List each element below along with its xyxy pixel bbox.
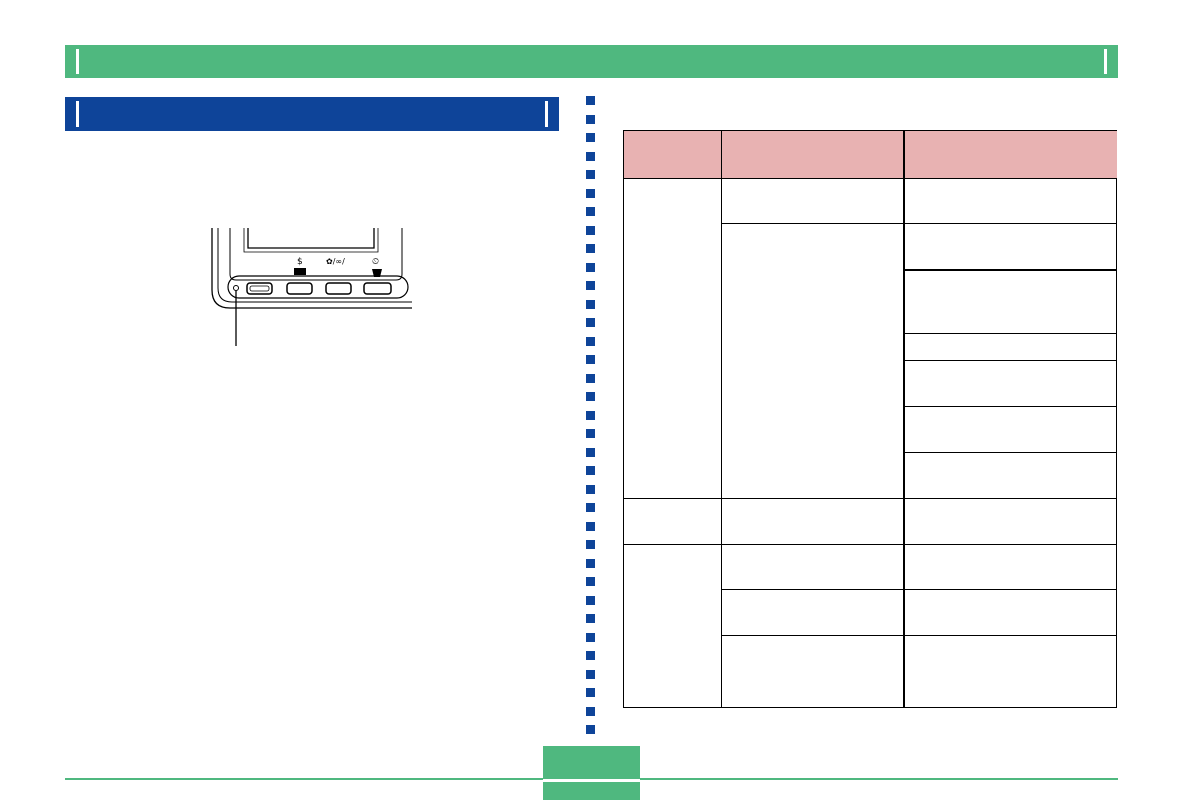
divider-dot [586,540,595,549]
table-header-cell-3 [905,131,1117,178]
page-number-badge [543,746,640,800]
divider-dot [586,503,595,512]
divider-dot [586,114,595,124]
indicator-table [623,130,1117,708]
divider-dot [586,466,595,475]
flash-icon: $ [297,257,303,267]
focus-button-shape [325,282,352,295]
divider-dot [586,133,595,142]
divider-dot [586,688,595,697]
divider-dot [586,355,595,364]
divider-dot [586,281,595,290]
divider-dot [586,336,595,346]
section-notch-right [545,101,548,127]
header-notch-left [76,49,79,74]
divider-dot [586,577,595,586]
divider-dot [586,706,595,716]
divider-dot [586,96,595,105]
divider-dot [586,151,595,161]
divider-dot [586,225,595,235]
divider-dot [586,447,595,457]
divider-dot [586,188,595,198]
table-header-cell-2 [722,131,903,178]
page-badge-separator [543,779,640,782]
divider-dot [586,392,595,401]
divider-dot [586,299,595,309]
macro-focus-icon: ✿/∞/ [326,257,345,266]
self-timer-icon: ⏲ [372,257,379,267]
header-notch-right [1104,49,1107,74]
divider-dot [586,207,595,216]
divider-dot [586,262,595,272]
folder-icon [294,268,306,275]
divider-dot [586,651,595,660]
table-header-cell-1 [624,131,721,178]
section-header-bar [65,97,559,131]
divider-dot [586,410,595,420]
operation-lamp-icon [233,285,239,291]
divider-dot [586,373,595,383]
divider-dot [586,669,595,679]
divider-dot [586,632,595,642]
divider-dot [586,558,595,568]
flash-button-shape [286,282,313,295]
divider-dot [586,318,595,327]
divider-dot [586,595,595,605]
divider-dot [586,725,595,734]
divider-dot [586,484,595,494]
chapter-header-bar [65,45,1118,78]
divider-dot [586,170,595,179]
timer-button-shape [363,282,392,295]
divider-dot [586,521,595,531]
delete-icon [372,269,382,277]
menu-button-shape [246,282,273,295]
section-notch-left [76,101,79,127]
camera-back-illustration: $ ✿/∞/ ⏲ [211,228,412,346]
column-divider [586,96,595,736]
divider-dot [586,614,595,623]
divider-dot [586,244,595,253]
divider-dot [586,429,595,438]
